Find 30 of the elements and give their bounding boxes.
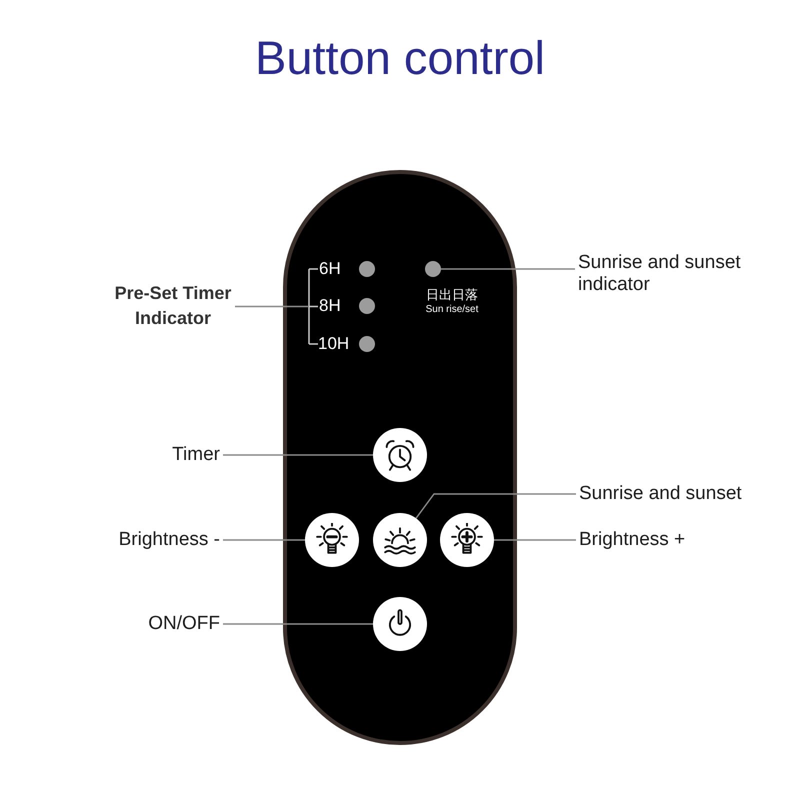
indicator-light-icon — [359, 298, 375, 314]
callout-label: Timer — [172, 444, 220, 466]
callout-label: Sunrise and sunset — [579, 483, 742, 505]
indicator-light-icon — [425, 261, 441, 277]
bracket — [308, 267, 318, 346]
leader-line — [223, 539, 305, 541]
hour-label: 6H — [319, 259, 341, 279]
title: Button control — [255, 30, 545, 86]
round-button — [305, 513, 359, 567]
leader-line — [494, 539, 576, 541]
indicator-light-icon — [359, 261, 375, 277]
indicator-light-icon — [359, 336, 375, 352]
mode-label: 日出日落 — [426, 287, 478, 303]
callout-label: Brightness + — [579, 529, 686, 551]
leader-line — [223, 623, 373, 625]
callout-label: Brightness - — [118, 529, 220, 551]
leader-line — [223, 454, 373, 456]
round-button — [440, 513, 494, 567]
mode-caption: Sun rise/set — [426, 303, 478, 316]
hour-label: 8H — [319, 296, 341, 316]
round-button — [373, 428, 427, 482]
leader-line — [415, 493, 576, 519]
callout-label: Sunrise and sunset indicator — [578, 252, 742, 296]
leader-line — [235, 306, 308, 308]
leader-line — [441, 268, 575, 270]
hour-label: 10H — [318, 334, 350, 354]
round-button — [373, 597, 427, 651]
callout-label: Pre-Set Timer Indicator — [114, 281, 232, 331]
callout-label: ON/OFF — [148, 613, 220, 635]
round-button — [373, 513, 427, 567]
